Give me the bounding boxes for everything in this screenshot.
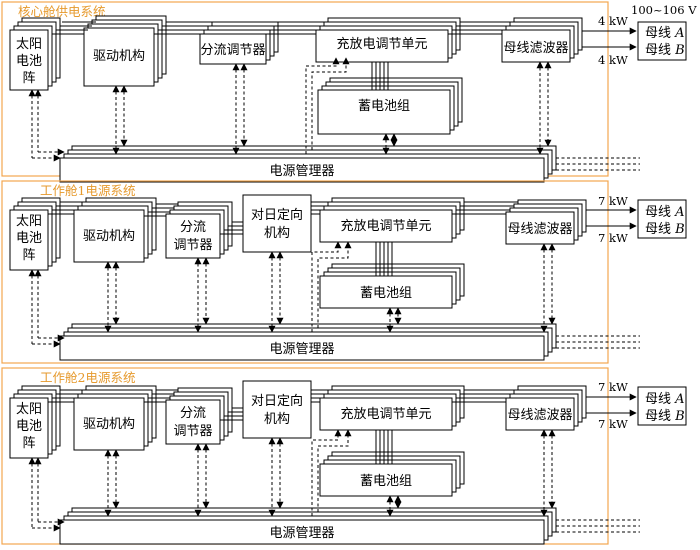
solar-array-label-2: 电池 xyxy=(16,231,42,246)
bus-b-power: 4 kW xyxy=(598,53,628,67)
power-manager: 电源管理器 xyxy=(59,507,557,545)
power-manager: 电源管理器 xyxy=(59,323,557,361)
shunt-regulator: 分流 调节器 xyxy=(165,201,233,259)
shunt-regulator: 分流 调节器 xyxy=(165,387,233,445)
bus-b-power: 7 kW xyxy=(598,231,628,245)
bus-b-label: 母线 B xyxy=(645,222,685,237)
bus-filter: 母线滤波器 xyxy=(501,17,583,63)
sun-orientation-label-2: 机构 xyxy=(264,226,290,241)
charge-discharge-unit-label: 充放电调节单元 xyxy=(340,406,431,422)
solar-array: 太阳 电池 阵 xyxy=(9,197,61,271)
drive-mechanism-label: 驱动机构 xyxy=(83,229,135,244)
control-links xyxy=(28,57,640,171)
sun-orientation-mechanism: 对日定向 机构 xyxy=(242,380,312,439)
bus-filter-label: 母线滤波器 xyxy=(503,41,568,56)
bus-b-label: 母线 B xyxy=(645,409,685,424)
drive-mechanism: 驱动机构 xyxy=(83,15,167,87)
drive-mechanism: 驱动机构 xyxy=(73,197,157,263)
bus-a-power: 7 kW xyxy=(598,194,628,208)
solar-array: 太阳 电池 阵 xyxy=(9,17,61,91)
battery-pack: 蓄电池组 xyxy=(319,430,465,497)
section-title: 工作舱1电源系统 xyxy=(40,183,135,198)
bus-filter-label: 母线滤波器 xyxy=(507,408,572,423)
shunt-regulator-label-2: 调节器 xyxy=(173,238,212,253)
shunt-regulator: 分流调节器 xyxy=(199,21,279,65)
bus-output: 母线 A 母线 B xyxy=(637,21,687,61)
charge-discharge-unit: 充放电调节单元 xyxy=(319,385,465,431)
power-lines xyxy=(52,21,637,51)
bus-output: 母线 A 母线 B xyxy=(637,386,687,426)
section-work-module-1: 工作舱1电源系统 太阳 电池 阵 驱动机构 分流 调节器 xyxy=(1,180,687,364)
bus-a-label: 母线 A xyxy=(645,392,685,407)
solar-array-label-2: 电池 xyxy=(16,419,42,434)
bus-a-label: 母线 A xyxy=(645,26,685,41)
charge-discharge-unit-label: 充放电调节单元 xyxy=(340,218,431,234)
bus-a-label: 母线 A xyxy=(645,205,685,220)
power-lines xyxy=(48,201,637,235)
drive-mechanism-label: 驱动机构 xyxy=(93,49,145,64)
bus-output: 母线 A 母线 B xyxy=(637,199,687,239)
solar-array-label-3: 阵 xyxy=(22,71,35,86)
power-lines xyxy=(48,389,637,421)
battery-pack-label: 蓄电池组 xyxy=(360,474,412,489)
battery-pack-label: 蓄电池组 xyxy=(360,286,412,301)
power-manager-label: 电源管理器 xyxy=(269,164,334,179)
battery-pack: 蓄电池组 xyxy=(319,242,465,309)
shunt-regulator-label: 分流调节器 xyxy=(200,43,265,58)
control-links xyxy=(28,241,640,349)
bus-filter: 母线滤波器 xyxy=(505,385,587,431)
solar-array-label-3: 阵 xyxy=(22,436,35,451)
charge-discharge-unit-label: 充放电调节单元 xyxy=(336,36,427,52)
charge-discharge-unit: 充放电调节单元 xyxy=(319,197,465,243)
sun-orientation-label-1: 对日定向 xyxy=(251,393,303,409)
battery-pack-label: 蓄电池组 xyxy=(358,99,410,114)
drive-mechanism-label: 驱动机构 xyxy=(83,417,135,432)
control-links xyxy=(28,429,640,533)
section-title: 工作舱2电源系统 xyxy=(40,370,135,385)
bus-a-power: 7 kW xyxy=(598,380,628,394)
power-manager-label: 电源管理器 xyxy=(269,526,334,541)
solar-array-label-1: 太阳 xyxy=(16,402,42,417)
shunt-regulator-label-1: 分流 xyxy=(180,220,206,235)
drive-mechanism: 驱动机构 xyxy=(73,385,157,451)
bus-b-label: 母线 B xyxy=(645,43,685,58)
power-manager: 电源管理器 xyxy=(59,145,557,183)
section-core-module: 核心舱供电系统 100~106 V 太阳 电池 阵 驱动机构 分流调节器 xyxy=(1,1,697,183)
bus-a-power: 4 kW xyxy=(598,14,628,28)
sun-orientation-mechanism: 对日定向 机构 xyxy=(242,194,312,253)
solar-array-label-1: 太阳 xyxy=(16,214,42,229)
shunt-regulator-label-2: 调节器 xyxy=(173,424,212,439)
solar-array-label-2: 电池 xyxy=(16,54,42,69)
power-manager-label: 电源管理器 xyxy=(269,342,334,357)
section-title: 核心舱供电系统 xyxy=(18,4,106,19)
solar-array-label-1: 太阳 xyxy=(16,37,42,52)
bus-filter-label: 母线滤波器 xyxy=(507,222,572,237)
section-frame xyxy=(1,180,609,364)
section-work-module-2: 工作舱2电源系统 太阳 电池 阵 驱动机构 分流 调节器 xyxy=(1,367,687,545)
charge-discharge-unit: 充放电调节单元 xyxy=(315,17,461,63)
solar-array: 太阳 电池 阵 xyxy=(9,385,61,459)
solar-array-label-3: 阵 xyxy=(22,248,35,263)
sun-orientation-label-2: 机构 xyxy=(264,412,290,427)
bus-b-power: 7 kW xyxy=(598,417,628,431)
shunt-regulator-label-1: 分流 xyxy=(180,406,206,421)
bus-voltage-label: 100~106 V xyxy=(631,3,697,17)
bus-filter: 母线滤波器 xyxy=(505,199,587,245)
battery-pack: 蓄电池组 xyxy=(317,62,463,135)
sun-orientation-label-1: 对日定向 xyxy=(251,207,303,223)
